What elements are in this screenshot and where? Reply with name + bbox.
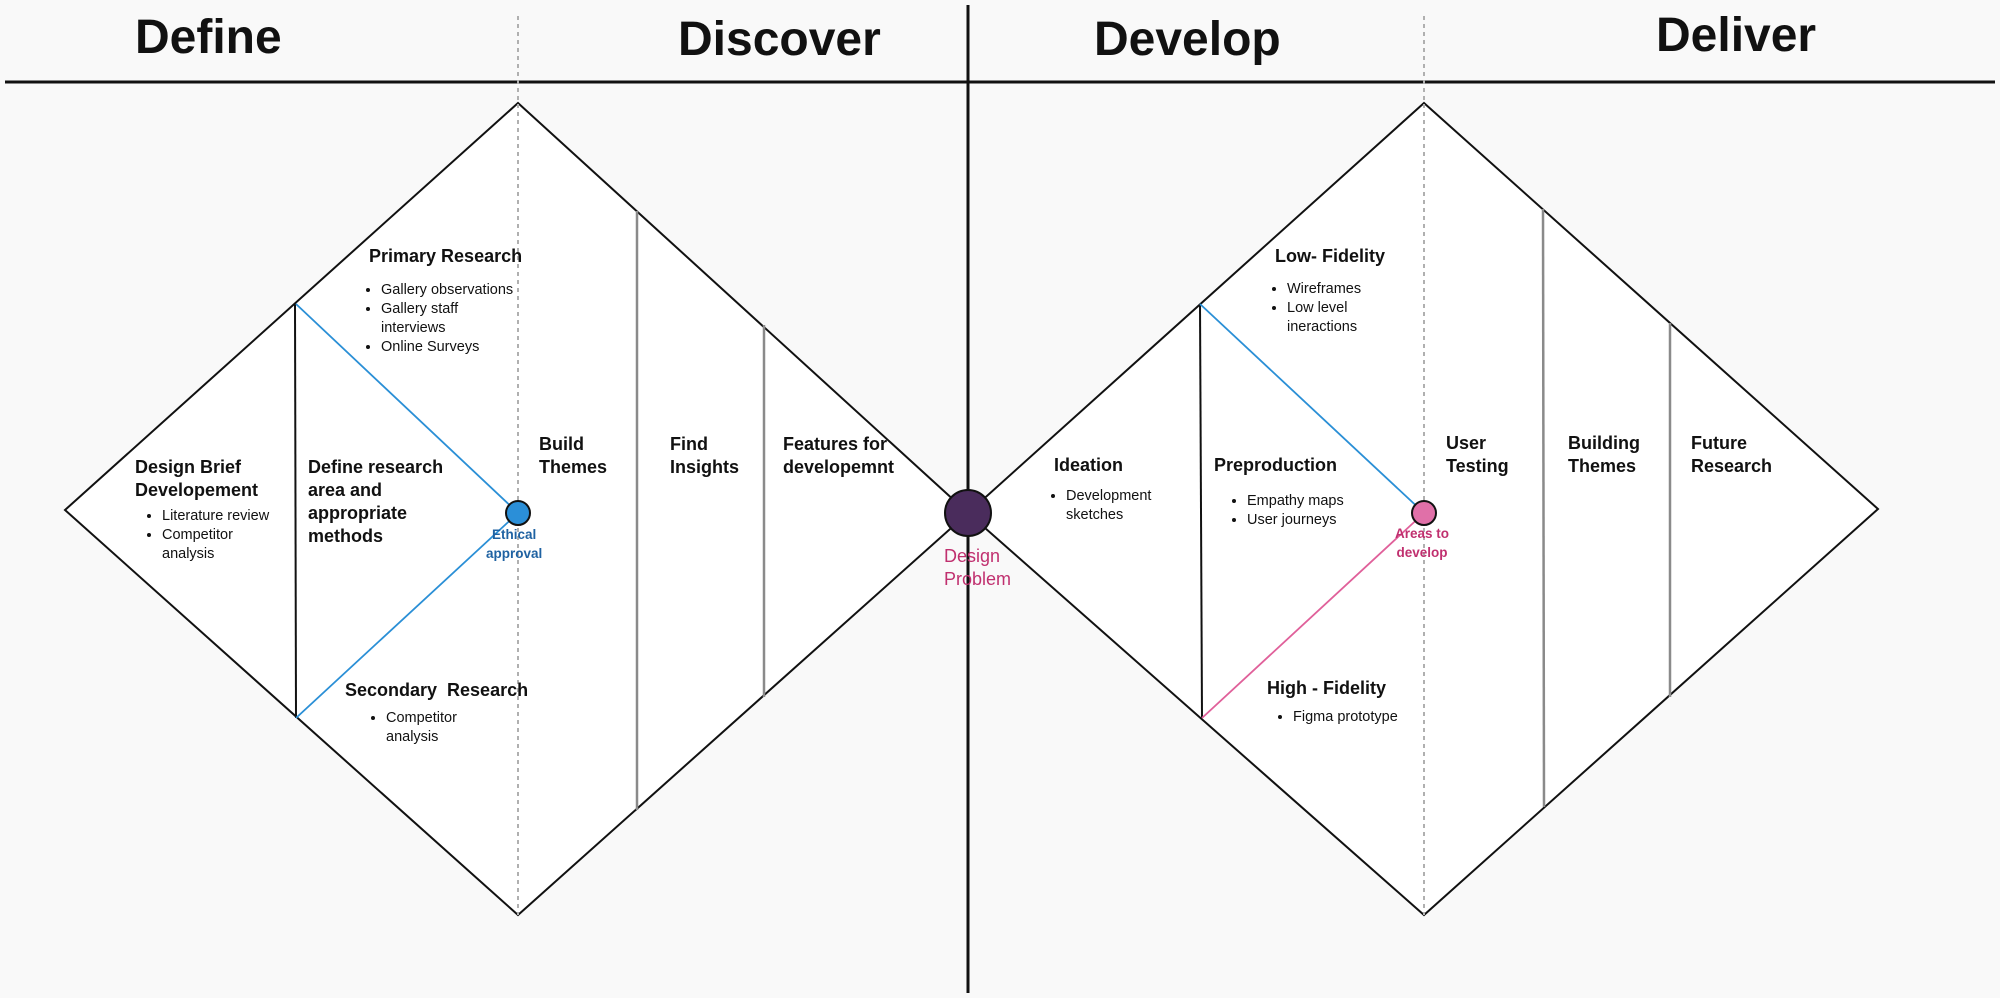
phase-define: Define (135, 11, 282, 64)
list-item: Empathy maps (1247, 492, 1344, 511)
design-problem-node (944, 489, 992, 537)
build-themes-label: Build Themes (539, 434, 608, 477)
right-divider-3 (1541, 208, 1546, 808)
find-insights-label: Find Insights (670, 434, 740, 477)
primary-research-bullets: Gallery observations Gallery staffinterv… (355, 281, 513, 357)
ethical-approval-node (505, 500, 531, 526)
phase-develop: Develop (1094, 13, 1281, 66)
phase-deliver: Deliver (1656, 9, 1817, 62)
list-item: Wireframes (1287, 280, 1361, 299)
features-label: Features for developemnt (783, 434, 895, 477)
preproduction-title: Preproduction (1214, 455, 1338, 475)
phase-discover: Discover (678, 13, 881, 66)
list-item: Literature review (162, 507, 269, 526)
list-item: Figma prototype (1293, 708, 1398, 727)
list-item: Gallery observations (381, 281, 513, 300)
preproduction-bullets: Empathy maps User journeys (1221, 492, 1344, 530)
ethical-approval-label: Ethical approval (486, 527, 543, 561)
define-research-label: Define research area and appropriate met… (308, 457, 444, 546)
blue-line-lower (295, 512, 519, 719)
low-fidelity-title: Low- Fidelity (1275, 246, 1385, 266)
pink-line-right-lower (1201, 512, 1425, 719)
ideation-title: Ideation (1054, 455, 1124, 475)
secondary-research-title: Secondary Research (345, 680, 529, 700)
design-brief-title: Design Brief Developement (135, 457, 259, 500)
list-item: Online Surveys (381, 338, 513, 357)
high-fidelity-title: High - Fidelity (1267, 678, 1386, 698)
areas-to-develop-label: Areas to develop (1395, 526, 1450, 560)
high-fidelity-bullets: Figma prototype (1267, 708, 1398, 727)
blue-line-right-upper (1199, 303, 1425, 514)
design-problem-label: Design Problem (944, 546, 1012, 589)
right-divider-1 (1199, 303, 1203, 719)
list-item: User journeys (1247, 511, 1344, 530)
left-divider-1 (294, 303, 297, 719)
future-research-label: Future Research (1691, 433, 1773, 476)
building-themes-label: Building Themes (1568, 433, 1640, 476)
areas-to-develop-node (1411, 500, 1437, 526)
blue-line-upper (295, 303, 519, 514)
user-testing-label: User Testing (1446, 433, 1509, 476)
primary-research-title: Primary Research (369, 246, 523, 266)
